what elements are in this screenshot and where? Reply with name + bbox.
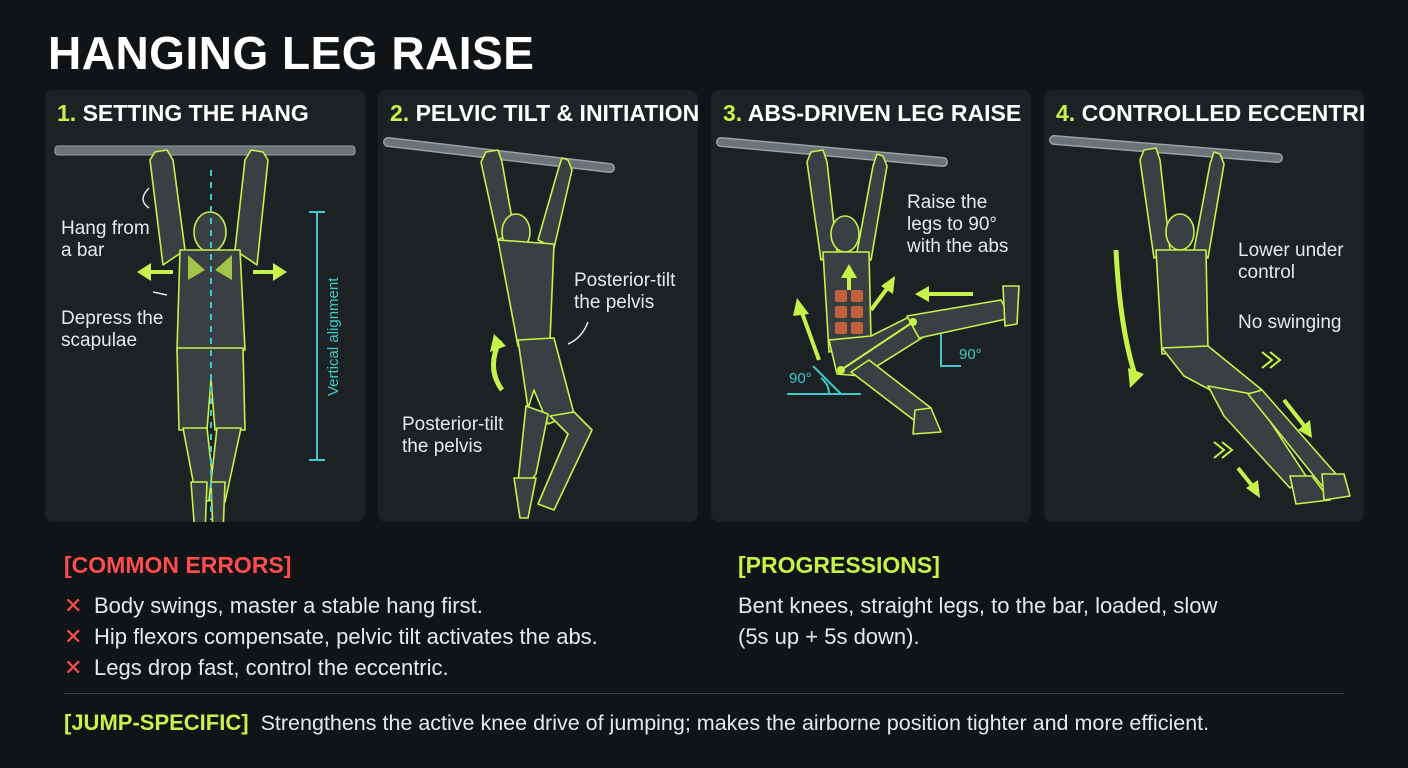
panel-number: 2. <box>390 100 410 126</box>
list-item: ✕ Legs drop fast, control the eccentric. <box>64 652 598 683</box>
note-depress-scapulae: Depress the scapulae <box>61 308 164 351</box>
progressions-text: Bent knees, straight legs, to the bar, l… <box>738 593 1218 649</box>
note-no-swinging: No swinging <box>1238 312 1342 333</box>
progressions-title: [PROGRESSIONS] <box>738 552 940 578</box>
jump-specific-tag: [JUMP-SPECIFIC] <box>64 710 249 735</box>
panel-heading: 3. ABS-DRIVEN LEG RAISE <box>723 100 1021 127</box>
panel-number: 3. <box>723 100 743 126</box>
page-title: HANGING LEG RAISE <box>48 27 535 79</box>
panel-heading: 2. PELVIC TILT & INITIATION <box>390 100 698 127</box>
error-x-icon: ✕ <box>64 592 83 618</box>
panel-setting-the-hang: 1. SETTING THE HANG Hang from a bar Depr… <box>45 90 365 522</box>
list-item: ✕ Hip flexors compensate, pelvic tilt ac… <box>64 621 598 652</box>
jump-specific-text: Strengthens the active knee drive of jum… <box>260 710 1210 735</box>
vertical-alignment-label: Vertical alignment <box>325 277 342 396</box>
common-errors-title: [COMMON ERRORS] <box>64 552 292 578</box>
figure-hang-illustration <box>54 145 356 522</box>
error-text: Hip flexors compensate, pelvic tilt acti… <box>94 623 598 649</box>
figure-eccentric-illustration <box>1049 135 1351 505</box>
jump-specific-row: [JUMP-SPECIFIC] Strengthens the active k… <box>64 710 1209 736</box>
note-raise-legs: Raise the legs to 90° with the abs <box>907 192 1009 257</box>
note-hang-from-bar: Hang from a bar <box>61 218 150 261</box>
panel-heading-text: CONTROLLED ECCENTRIC <box>1081 100 1364 126</box>
error-x-icon: ✕ <box>64 623 83 649</box>
error-text: Legs drop fast, control the eccentric. <box>94 654 449 680</box>
figure-pelvic-tilt-illustration <box>383 137 615 519</box>
common-errors-list: ✕ Body swings, master a stable hang firs… <box>64 590 598 683</box>
panel-pelvic-tilt: 2. PELVIC TILT & INITIATION Posterior-ti… <box>378 90 698 522</box>
panel-heading: 4. CONTROLLED ECCENTRIC <box>1056 100 1364 127</box>
panel-controlled-eccentric: 4. CONTROLLED ECCENTRIC Lower under cont… <box>1044 90 1364 522</box>
section-divider <box>64 693 1344 694</box>
panel-heading-text: SETTING THE HANG <box>82 100 309 126</box>
panel-heading-text: PELVIC TILT & INITIATION <box>415 100 698 126</box>
note-lower-under-control: Lower under control <box>1238 240 1344 283</box>
panel-heading: 1. SETTING THE HANG <box>57 100 309 127</box>
note-posterior-tilt-lower: Posterior-tilt the pelvis <box>402 414 504 457</box>
angle-label-knee: 90° <box>959 346 982 363</box>
panel-abs-driven-leg-raise: 3. ABS-DRIVEN LEG RAISE Raise the legs t… <box>711 90 1031 522</box>
error-text: Body swings, master a stable hang first. <box>94 592 483 618</box>
angle-label-hip: 90° <box>789 370 812 387</box>
figure-leg-raise-illustration <box>716 137 1020 435</box>
panel-heading-text: ABS-DRIVEN LEG RAISE <box>747 100 1022 126</box>
list-item: ✕ Body swings, master a stable hang firs… <box>64 590 598 621</box>
panel-number: 1. <box>57 100 77 126</box>
note-posterior-tilt-upper: Posterior-tilt the pelvis <box>574 270 676 313</box>
panel-number: 4. <box>1056 100 1076 126</box>
error-x-icon: ✕ <box>64 654 83 680</box>
